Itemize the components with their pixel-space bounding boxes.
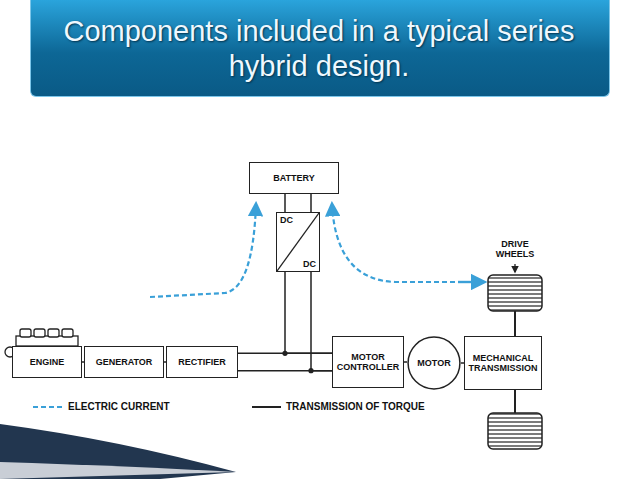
node-text-block: MECHANICAL TRANSMISSION — [465, 353, 541, 374]
torque-flow-arrow — [458, 281, 484, 283]
wire-line — [310, 194, 312, 212]
node-text-block: ENGINE — [13, 357, 81, 367]
component-label: MOTOR CONTROLLER — [336, 352, 400, 373]
component-label: GENERATOR — [88, 357, 160, 367]
component-label: MECHANICAL TRANSMISSION — [468, 353, 538, 374]
wire-connector — [282, 272, 332, 373]
wire-line — [404, 361, 407, 363]
node-text-block: BATTERY — [250, 173, 338, 183]
legend-entry: TRANSMISSION OF TORQUE — [286, 401, 425, 412]
engine-box: ENGINE — [12, 346, 82, 378]
motor-controller-box: MOTOR CONTROLLER — [332, 336, 404, 388]
node-text-block: MOTOR CONTROLLER — [333, 352, 403, 373]
drive-wheels-label: DRIVE WHEELS — [488, 239, 542, 260]
component-label: ENGINE — [16, 357, 78, 367]
node-text-block: RECTIFIER — [167, 357, 237, 367]
legend-text: TRANSMISSION OF TORQUE — [286, 401, 425, 412]
wire-line — [238, 370, 332, 372]
legend-text: ELECTRIC CURRENT — [68, 401, 170, 412]
current-flow-arrow — [332, 204, 455, 282]
transmission-box: MECHANICAL TRANSMISSION — [464, 336, 542, 390]
wire-connector — [238, 353, 332, 370]
converter-label: DC — [303, 259, 316, 269]
node-text-block: GENERATOR — [85, 357, 163, 367]
wire-connector — [404, 362, 407, 363]
title-bar — [30, 0, 610, 97]
component-label: RECTIFIER — [170, 357, 234, 367]
slide-title: Components included in a typical series … — [49, 0, 589, 97]
wire-line — [311, 272, 332, 371]
wire-line — [285, 272, 332, 353]
wire-line — [284, 194, 286, 212]
legend-solid-sample — [252, 406, 281, 408]
slide-swoosh — [0, 424, 236, 479]
node-text-block: MOTOR — [407, 358, 461, 368]
slide-swoosh-light — [0, 462, 236, 479]
legend-entry: ELECTRIC CURRENT — [68, 401, 170, 412]
rectifier-box: RECTIFIER — [166, 346, 238, 378]
current-flow-arrow — [150, 204, 256, 297]
dc-dc-converter: DC DC — [276, 212, 320, 272]
component-label: BATTERY — [253, 173, 335, 183]
battery-box: BATTERY — [249, 162, 339, 194]
wire-line — [238, 353, 332, 355]
legend-dashed-sample — [33, 406, 62, 408]
generator-box: GENERATOR — [84, 346, 164, 378]
motor-circle: MOTOR — [407, 336, 461, 390]
converter-label: DC — [280, 215, 293, 225]
wire-connector — [285, 194, 311, 212]
component-label: MOTOR — [410, 358, 458, 368]
